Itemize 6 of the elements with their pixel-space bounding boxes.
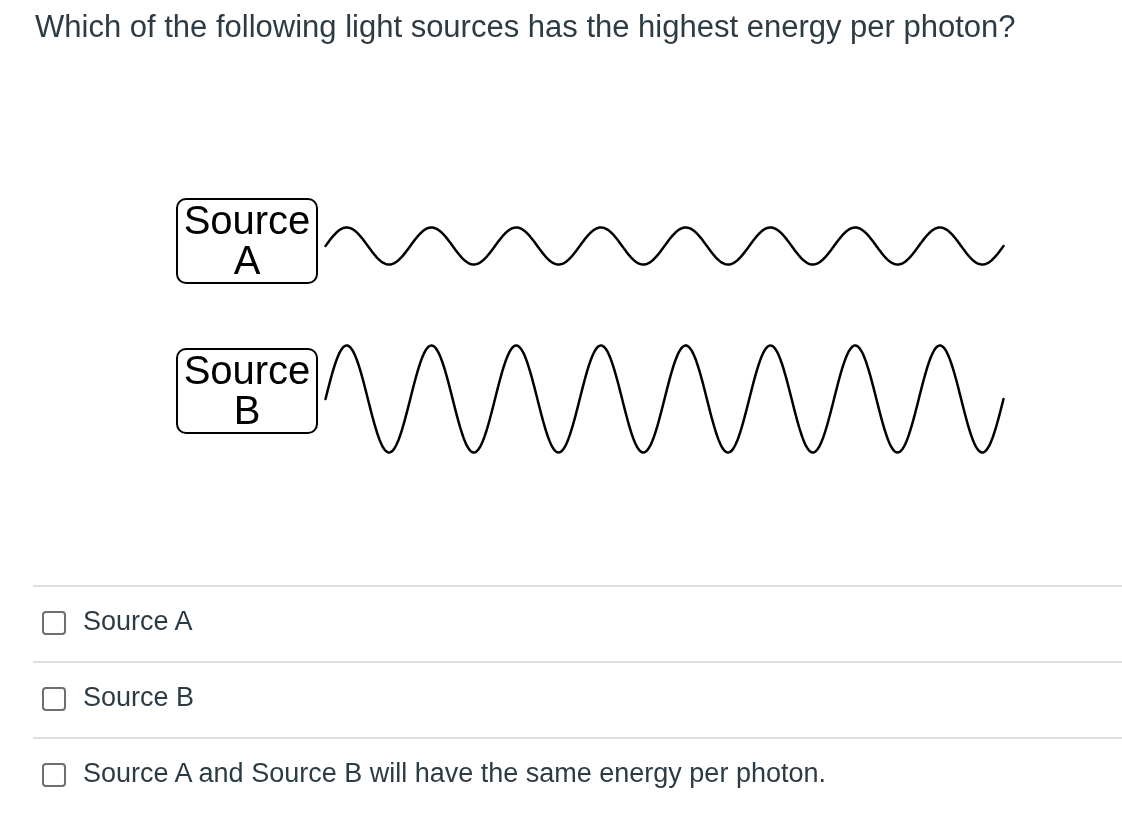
- source-label: Source B: [182, 350, 312, 430]
- option-text: Source B: [83, 684, 195, 711]
- source-label: Source A: [182, 200, 312, 280]
- option-text: Source A: [83, 608, 193, 635]
- question-text: Which of the following light sources has the highest energy per photon?: [35, 11, 1016, 42]
- option-text: Source A and Source B will have the same energy per photon.: [83, 760, 826, 787]
